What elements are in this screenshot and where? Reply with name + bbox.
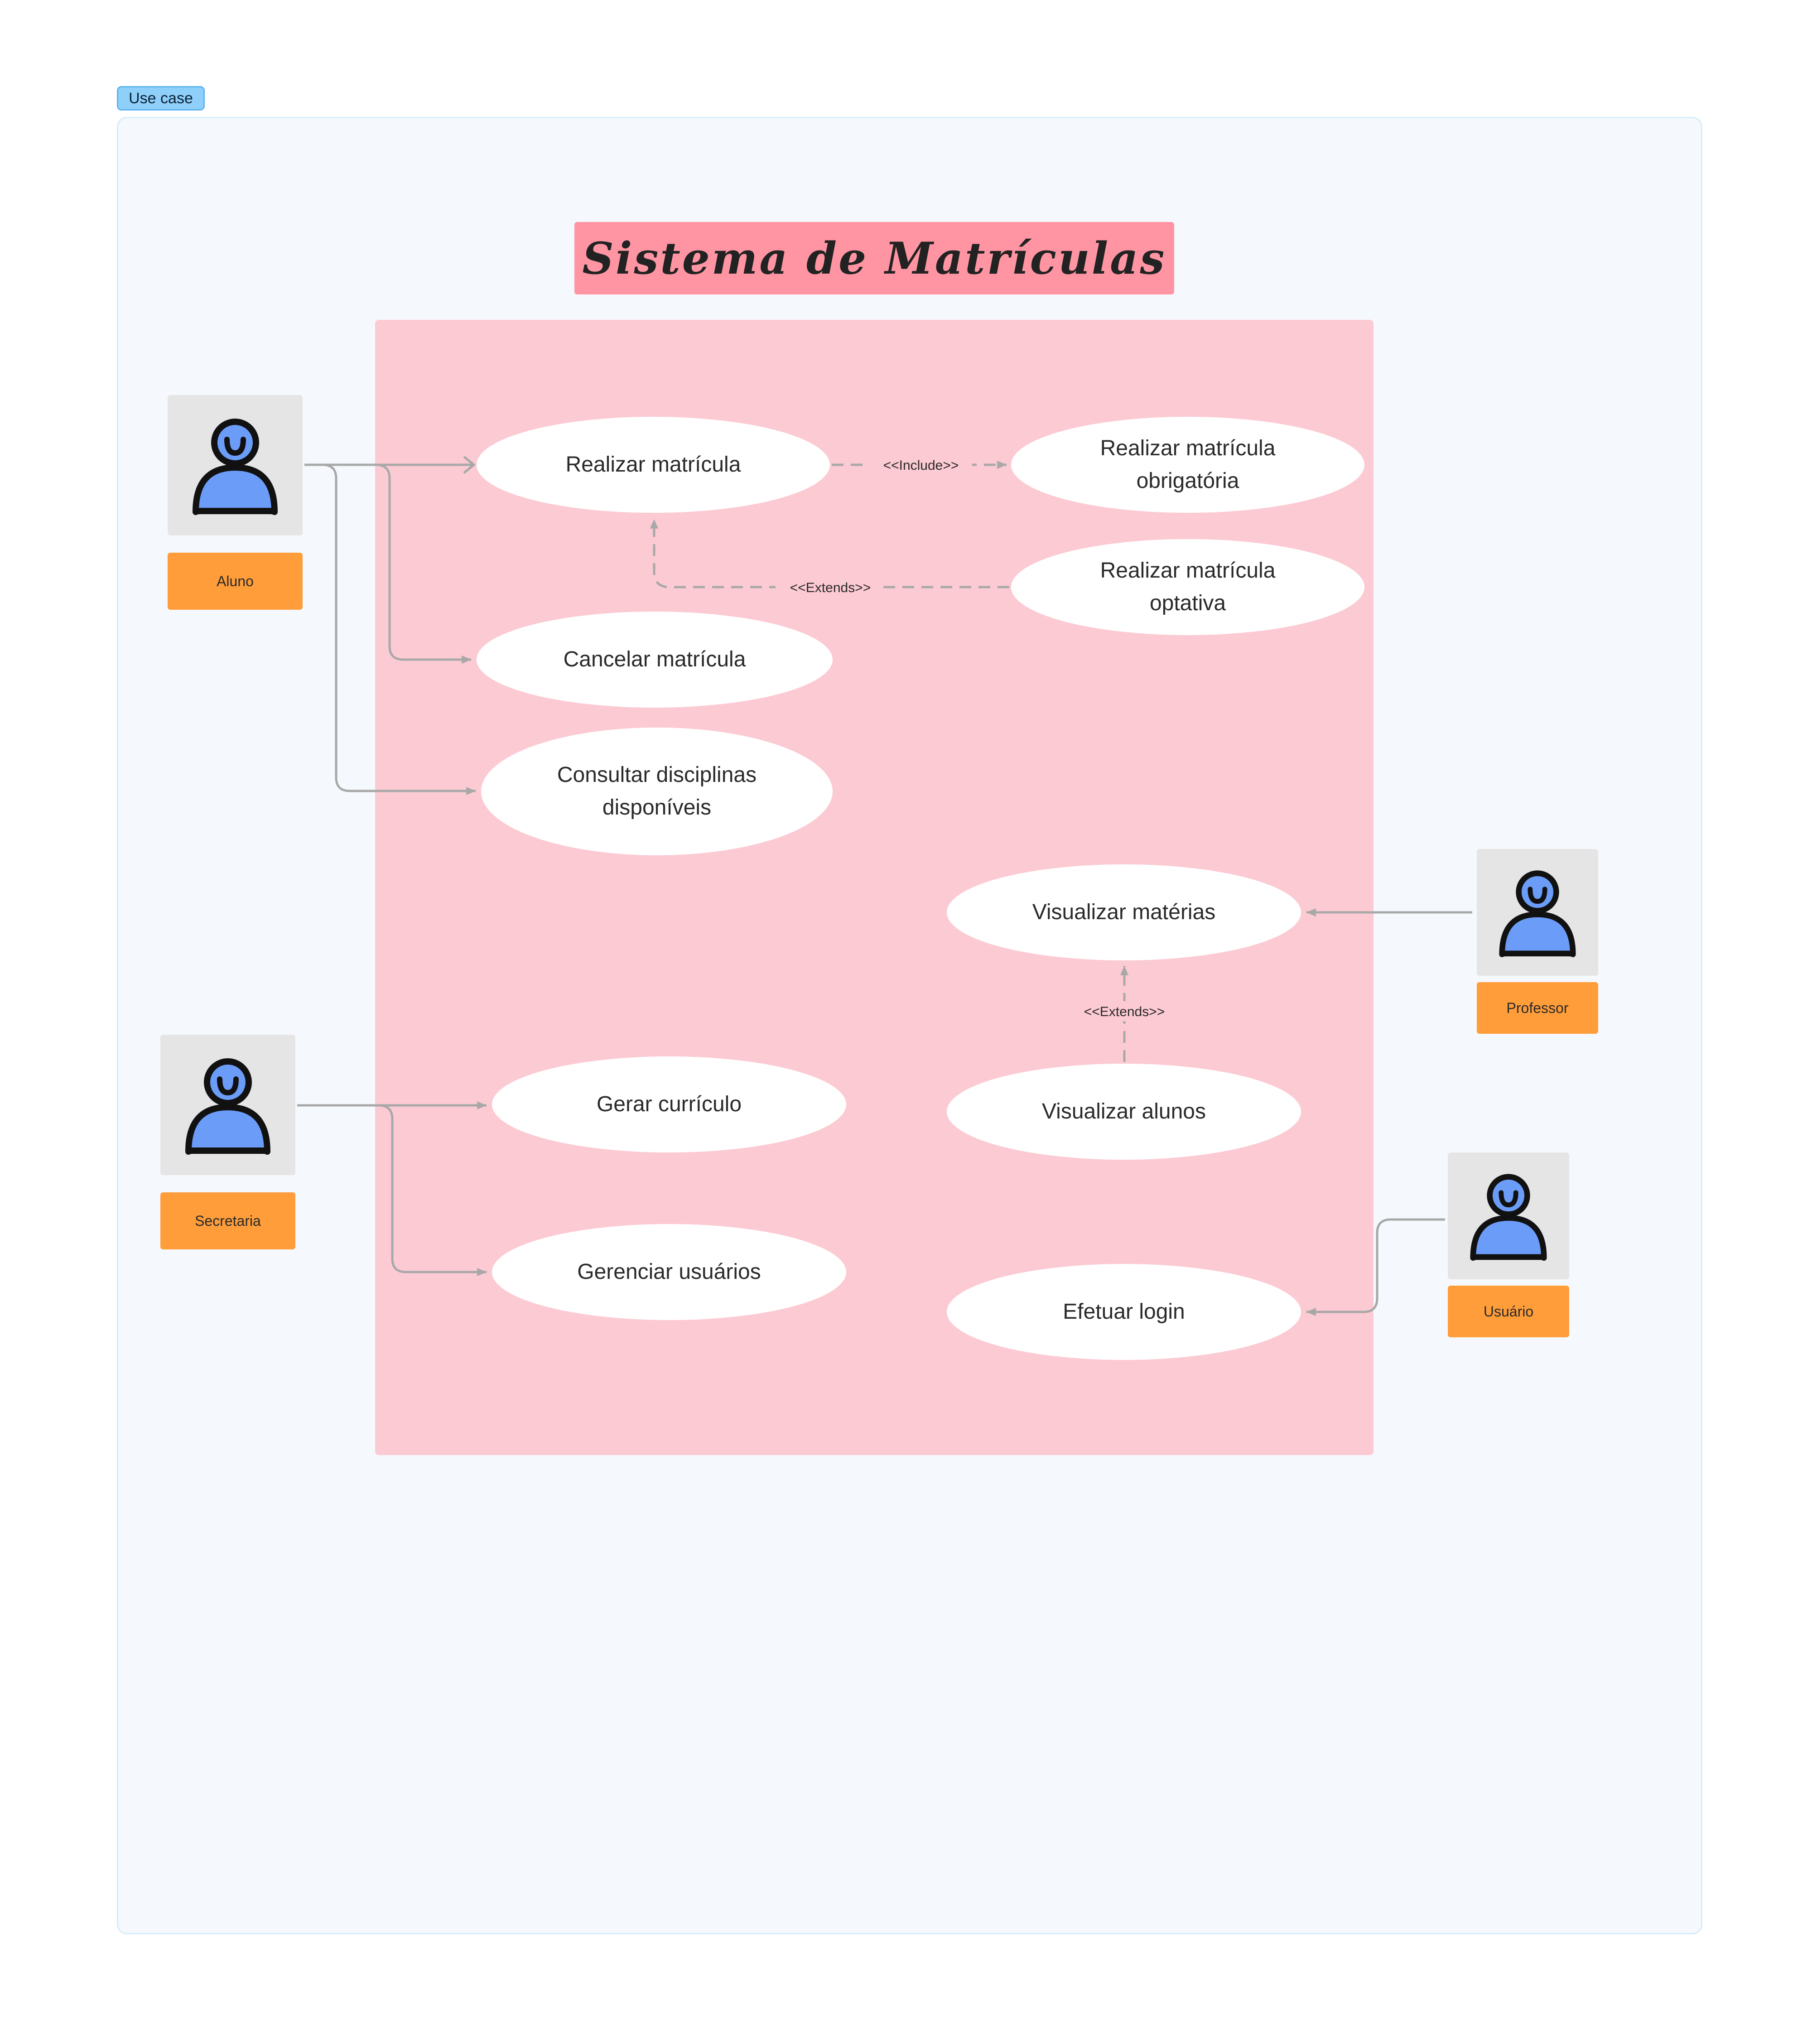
usecase-label: Visualizar matérias <box>1032 900 1216 924</box>
usecase-label: Consultar disciplinas disponíveis <box>557 763 757 820</box>
usecase-gerenciar-usuarios[interactable]: Gerenciar usuários <box>492 1224 846 1320</box>
edge-secretaria-gerenciar[interactable] <box>297 1104 487 1277</box>
include-label: <<Include>> <box>883 458 959 473</box>
diagram-title-box[interactable]: Sistema de Matrículas <box>574 222 1174 294</box>
usecase-realizar-matricula-obrigatoria[interactable]: Realizar matrícula obrigatória <box>1011 417 1364 513</box>
usecase-realizar-matricula[interactable]: Realizar matrícula <box>477 417 830 513</box>
edge-aluno-consultar[interactable] <box>304 463 476 795</box>
usecase-label: Realizar matrícula obrigatória <box>1100 436 1276 493</box>
extends-alunos-label: <<Extends>> <box>1084 1004 1165 1019</box>
arrowhead <box>463 456 476 474</box>
actor-professor-label[interactable]: Professor <box>1477 982 1598 1034</box>
usecase-efetuar-login[interactable]: Efetuar login <box>947 1264 1301 1360</box>
actor-professor-tile[interactable] <box>1477 849 1598 976</box>
person-icon <box>1499 870 1576 957</box>
frame-tag[interactable]: Use case <box>117 86 205 111</box>
extends-label-bg <box>776 577 876 597</box>
usecase-gerar-curriculo[interactable]: Gerar currículo <box>492 1056 846 1152</box>
usecase-label: Efetuar login <box>1063 1300 1185 1324</box>
edge-aluno-cancelar[interactable] <box>304 463 471 664</box>
usecase-realizar-matricula-optativa[interactable]: Realizar matrícula optativa <box>1011 539 1364 635</box>
usecase-label: Realizar matrícula optativa <box>1100 559 1276 615</box>
usecase-label: Cancelar matrícula <box>563 647 746 671</box>
usecase-consultar-disciplinas[interactable]: Consultar disciplinas disponíveis <box>481 728 833 855</box>
actor-secretaria-tile[interactable] <box>160 1035 295 1175</box>
actor-aluno-label[interactable]: Aluno <box>168 553 303 610</box>
person-icon <box>185 1058 270 1155</box>
extends-label-bg <box>1075 1001 1175 1021</box>
person-icon <box>193 419 278 515</box>
usecase-label: Gerenciar usuários <box>577 1260 761 1284</box>
extends-optativa-label: <<Extends>> <box>790 580 871 595</box>
actor-aluno-tile[interactable] <box>168 395 303 535</box>
actor-secretaria-label[interactable]: Secretaria <box>160 1192 295 1249</box>
actor-usuario-label[interactable]: Usuário <box>1448 1286 1569 1337</box>
usecase-visualizar-materias[interactable]: Visualizar matérias <box>947 864 1301 960</box>
usecase-cancelar-matricula[interactable]: Cancelar matrícula <box>477 612 833 708</box>
edge-extends-optativa[interactable] <box>650 519 1009 588</box>
include-label-bg <box>870 455 972 475</box>
usecase-label: Realizar matrícula <box>565 453 741 477</box>
usecase-label: Visualizar alunos <box>1042 1099 1206 1123</box>
diagram-title: Sistema de Matrículas <box>582 232 1166 284</box>
person-icon <box>1470 1174 1547 1261</box>
actor-usuario-tile[interactable] <box>1448 1152 1569 1279</box>
edge-usuario-login[interactable] <box>1306 1218 1445 1316</box>
usecase-visualizar-alunos[interactable]: Visualizar alunos <box>947 1064 1301 1160</box>
usecase-label: Gerar currículo <box>596 1092 742 1116</box>
